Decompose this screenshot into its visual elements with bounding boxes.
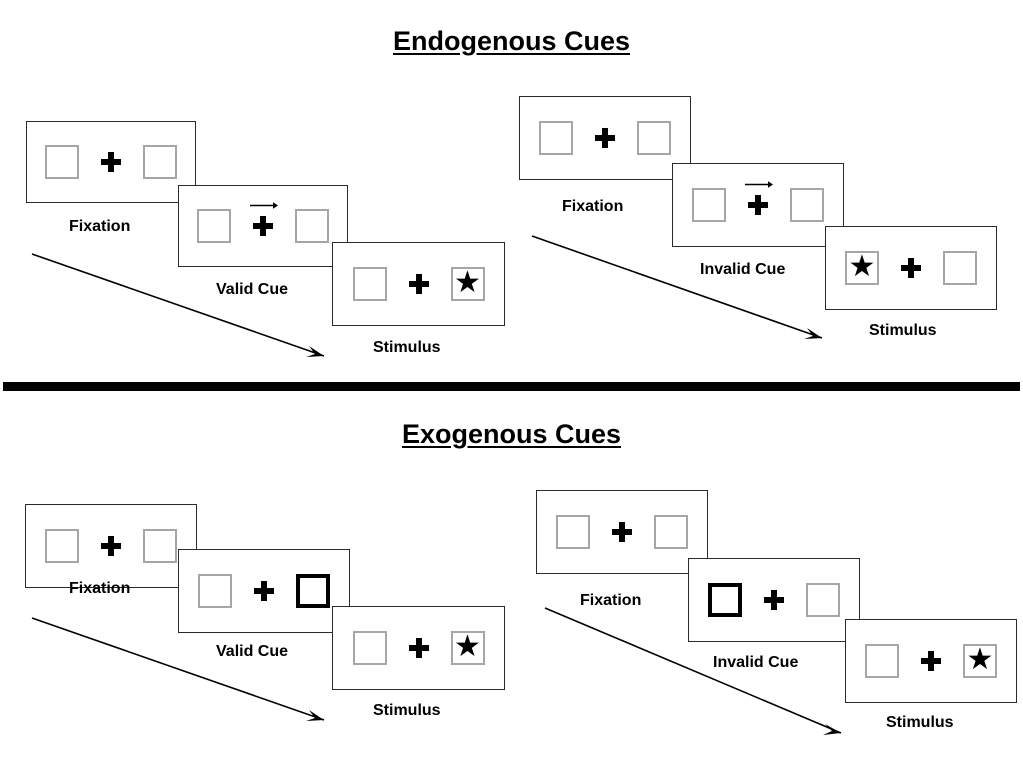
panel-content [27, 122, 195, 202]
stage-label-fixation: Fixation [69, 218, 131, 235]
panel-content [689, 559, 859, 641]
panel-endogenous-invalid-cue[interactable] [672, 163, 844, 247]
left-box [45, 529, 79, 563]
time-flow-arrow-endogenous-invalid [531, 235, 823, 339]
panel-content [673, 164, 843, 246]
panel-content: ★ [333, 243, 504, 325]
section-divider [3, 382, 1020, 391]
fixation-cross-icon [612, 522, 632, 542]
panel-content [537, 491, 707, 573]
left-box [45, 145, 79, 179]
star-icon: ★ [966, 643, 994, 676]
panel-exogenous-invalid-fixation[interactable] [536, 490, 708, 574]
stage-label-stimulus: Stimulus [886, 714, 954, 731]
panel-content [179, 550, 349, 632]
stage-label-fixation: Fixation [69, 580, 131, 597]
stage-label-invalid-cue: Invalid Cue [713, 654, 799, 671]
left-box [539, 121, 573, 155]
right-box [637, 121, 671, 155]
section-title-exogenous: Exogenous Cues [401, 419, 622, 449]
stage-label-fixation: Fixation [580, 592, 642, 609]
stage-label-invalid-cue: Invalid Cue [700, 261, 786, 278]
fixation-cross-icon [901, 258, 921, 278]
left-box-with-target: ★ [845, 251, 879, 285]
left-box-cued [708, 583, 742, 617]
star-icon: ★ [848, 250, 876, 283]
right-box [790, 188, 824, 222]
fixation-cross-icon [101, 536, 121, 556]
right-box-with-target: ★ [450, 630, 485, 665]
star-icon: ★ [454, 630, 481, 663]
left-box [352, 631, 387, 665]
right-box [143, 145, 177, 179]
panel-exogenous-invalid-cue[interactable] [688, 558, 860, 642]
right-box [295, 209, 329, 243]
right-box [806, 583, 840, 617]
left-box [198, 574, 232, 608]
panel-content [520, 97, 690, 179]
panel-exogenous-valid-stimulus[interactable]: ★ [332, 606, 505, 690]
fixation-cross-icon [101, 152, 121, 172]
fixation-cross-icon [921, 651, 941, 671]
panel-endogenous-valid-fixation[interactable] [26, 121, 196, 203]
panel-content: ★ [846, 620, 1016, 702]
right-box-with-target: ★ [450, 266, 485, 301]
section-title-endogenous: Endogenous Cues [392, 26, 630, 56]
right-box [143, 529, 177, 563]
stage-label-stimulus: Stimulus [869, 322, 937, 339]
panel-content [26, 505, 196, 587]
stage-label-valid-cue: Valid Cue [216, 643, 289, 660]
fixation-cross-icon [408, 638, 429, 658]
fixation-cross-icon [764, 590, 784, 610]
panel-exogenous-invalid-stimulus[interactable]: ★ [845, 619, 1017, 703]
left-box [556, 515, 590, 549]
left-box [692, 188, 726, 222]
fixation-cross-icon [408, 274, 429, 294]
right-box-with-target: ★ [963, 644, 997, 678]
right-box [943, 251, 977, 285]
panel-endogenous-valid-cue[interactable] [178, 185, 348, 267]
panel-exogenous-valid-cue[interactable] [178, 549, 350, 633]
fixation-cross-icon [745, 181, 773, 215]
panel-content: ★ [826, 227, 996, 309]
stage-label-valid-cue: Valid Cue [216, 281, 289, 298]
stage-label-stimulus: Stimulus [373, 339, 441, 356]
arrow-right-icon [250, 202, 278, 209]
fixation-cross-icon [595, 128, 615, 148]
stage-label-stimulus: Stimulus [373, 702, 441, 719]
panel-exogenous-valid-fixation[interactable] [25, 504, 197, 588]
left-box [865, 644, 899, 678]
fixation-cross-icon [250, 202, 278, 236]
right-box-cued [296, 574, 330, 608]
left-box [352, 267, 387, 301]
arrow-right-icon [745, 181, 773, 188]
stage-label-fixation: Fixation [562, 198, 624, 215]
panel-content: ★ [333, 607, 504, 689]
left-box [197, 209, 231, 243]
star-icon: ★ [454, 266, 481, 299]
panel-endogenous-valid-stimulus[interactable]: ★ [332, 242, 505, 326]
panel-content [179, 186, 347, 266]
panel-endogenous-invalid-fixation[interactable] [519, 96, 691, 180]
fixation-cross-icon [254, 581, 274, 601]
right-box [654, 515, 688, 549]
panel-endogenous-invalid-stimulus[interactable]: ★ [825, 226, 997, 310]
